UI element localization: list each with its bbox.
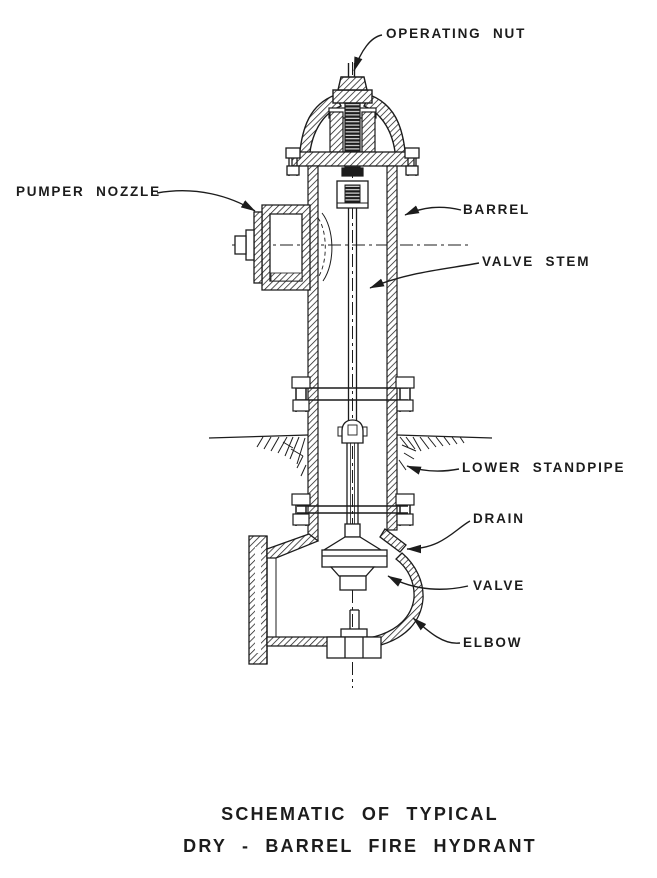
drain-outlet (379, 528, 407, 553)
valve-stem-rod (336, 180, 369, 536)
elbow-body (248, 528, 424, 665)
leader-arrow-elbow (412, 617, 461, 644)
main-valve (321, 523, 388, 659)
leader-arrow-pumper-nozzle (156, 190, 256, 212)
leader-arrow-barrel (404, 205, 462, 216)
label-valve-stem: VALVE STEM (482, 254, 591, 269)
label-barrel: BARREL (463, 202, 531, 217)
leader-lines (156, 34, 480, 644)
label-operating-nut: OPERATING NUT (386, 26, 527, 41)
label-pumper-nozzle: PUMPER NOZZLE (16, 184, 161, 199)
operating-nut (337, 63, 368, 91)
leader-arrow-operating-nut (353, 34, 383, 72)
lower-flange (291, 493, 415, 526)
label-valve: VALVE (473, 578, 526, 593)
leader-arrow-drain (406, 520, 471, 554)
leader-arrow-valve-stem (369, 262, 480, 289)
title-line-1: SCHEMATIC OF TYPICAL (221, 804, 499, 824)
breakaway-flange (291, 376, 415, 412)
label-lower-standpipe: LOWER STANDPIPE (462, 460, 626, 475)
label-drain: DRAIN (473, 511, 525, 526)
pumper-nozzle-assembly (234, 204, 333, 291)
diagram-title: SCHEMATIC OF TYPICAL DRY - BARREL FIRE H… (60, 804, 657, 868)
label-elbow: ELBOW (463, 635, 523, 650)
bonnet-flange (285, 147, 420, 176)
ground-line (208, 434, 493, 477)
leader-arrow-valve (387, 575, 469, 590)
leader-arrow-lower-standpipe (406, 465, 460, 475)
title-line-2: DRY - BARREL FIRE HYDRANT (183, 836, 537, 856)
